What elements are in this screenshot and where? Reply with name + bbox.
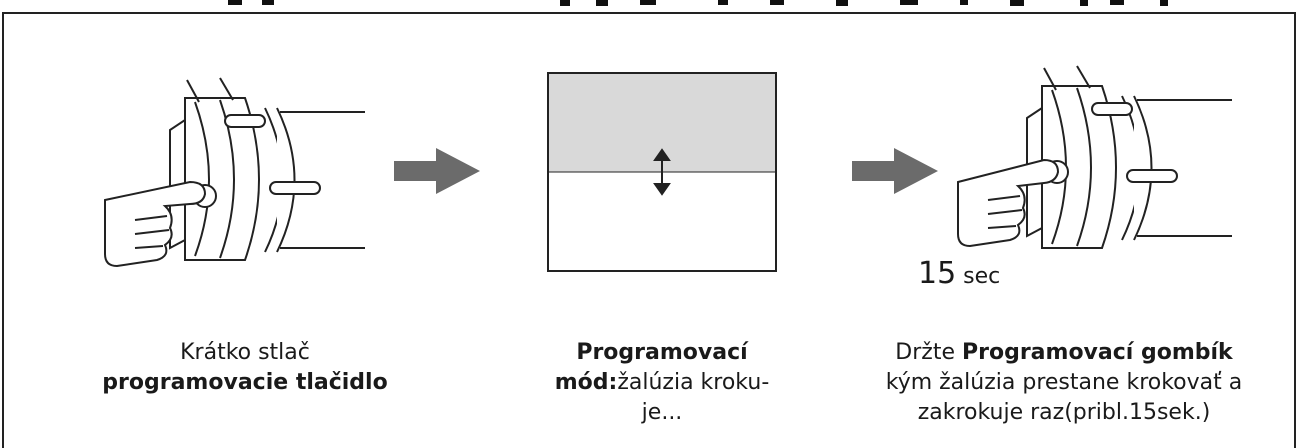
step-2-caption-bold-1: Programovací bbox=[576, 340, 748, 365]
motor-head-icon bbox=[957, 65, 1232, 249]
step-2-caption-rest-2: žalúzia kroku- bbox=[617, 370, 770, 395]
step-1-arrow bbox=[394, 148, 480, 194]
step-1-caption-line1: Krátko stlač bbox=[180, 340, 310, 365]
step-2-caption-line3: je... bbox=[641, 400, 683, 425]
step-1-illustration bbox=[95, 70, 365, 285]
arrow-right-icon bbox=[852, 148, 938, 194]
hand-press-icon bbox=[957, 158, 1060, 248]
timer-unit: sec bbox=[956, 264, 1001, 289]
step-3-caption-line3: zakrokuje raz(pribl.15sek.) bbox=[917, 400, 1211, 425]
instruction-frame bbox=[2, 12, 1296, 448]
step-1-caption: Krátko stlač programovacie tlačidlo bbox=[95, 338, 395, 398]
step-2-arrow bbox=[852, 148, 938, 194]
step-3-caption-pre: Držte bbox=[895, 340, 962, 365]
arrow-right-icon bbox=[394, 148, 480, 194]
step-2-caption: Programovací mód:žalúzia kroku- je... bbox=[548, 338, 776, 428]
step-2-caption-bold-2: mód: bbox=[554, 370, 618, 395]
step-3-caption-bold: Programovací gombík bbox=[961, 340, 1233, 365]
step-1-caption-bold: programovacie tlačidlo bbox=[102, 370, 388, 395]
timer-label: 15 sec bbox=[918, 258, 1000, 293]
step-2-illustration bbox=[547, 72, 777, 272]
step-3-illustration bbox=[952, 58, 1232, 273]
timer-value: 15 bbox=[918, 256, 957, 291]
up-down-arrow-icon bbox=[653, 148, 671, 196]
step-3-caption-line2: kým žalúzia prestane krokovať a bbox=[885, 370, 1243, 395]
blind-window-icon bbox=[547, 72, 777, 272]
step-3-caption: Držte Programovací gombík kým žalúzia pr… bbox=[855, 338, 1273, 428]
hand-press-icon bbox=[104, 180, 207, 268]
cut-heading-fragments bbox=[228, 0, 1168, 6]
motor-head-icon bbox=[104, 77, 365, 268]
top-cut-text-strip bbox=[0, 0, 1299, 12]
